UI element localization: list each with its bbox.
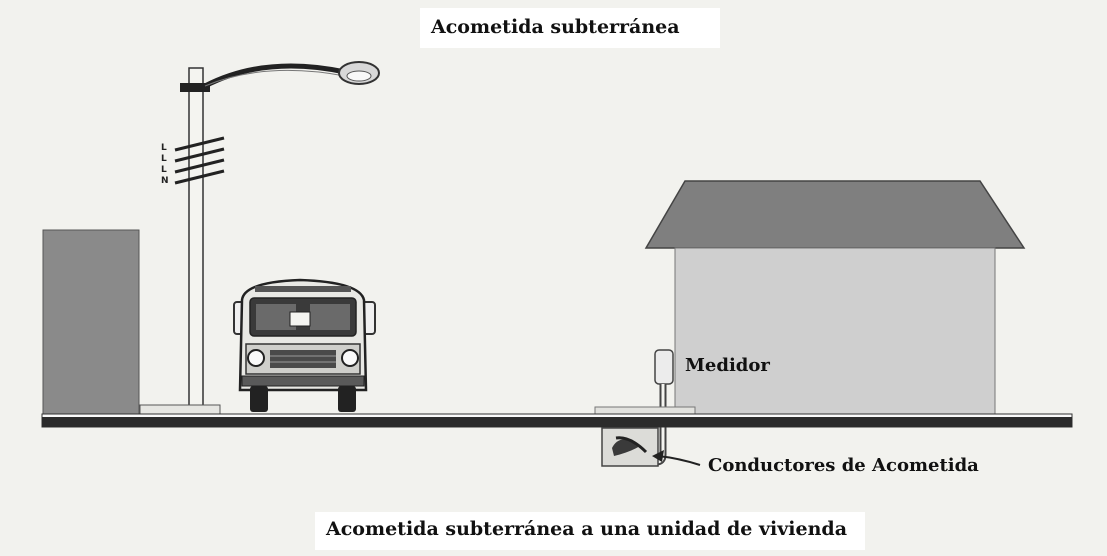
pole-conductor-label: L [161,154,167,164]
diagram-caption: Acometida subterránea a una unidad de vi… [326,518,848,540]
pole-conductor-label: L [161,143,167,153]
house-wall [674,247,996,417]
pole-conductor-labels: L L L N [161,143,171,187]
meter-label: Medidor [685,355,770,376]
meter-box [654,349,674,385]
bus [233,278,376,412]
pole-conductor-label: N [161,176,169,186]
pole-conductor-label: L [161,165,167,175]
street-lamp [203,61,380,89]
service-conductors-label: Conductores de Acometida [708,455,979,476]
street-light-pole [139,67,221,415]
diagram-title: Acometida subterránea [431,16,680,38]
house-roof [644,180,1026,249]
pole-conductors [174,136,225,185]
caption-background [315,512,865,550]
underground-pull-box [601,427,659,467]
title-background [420,8,720,48]
conductors-arrow [652,450,701,466]
neighbor-building [42,229,140,417]
